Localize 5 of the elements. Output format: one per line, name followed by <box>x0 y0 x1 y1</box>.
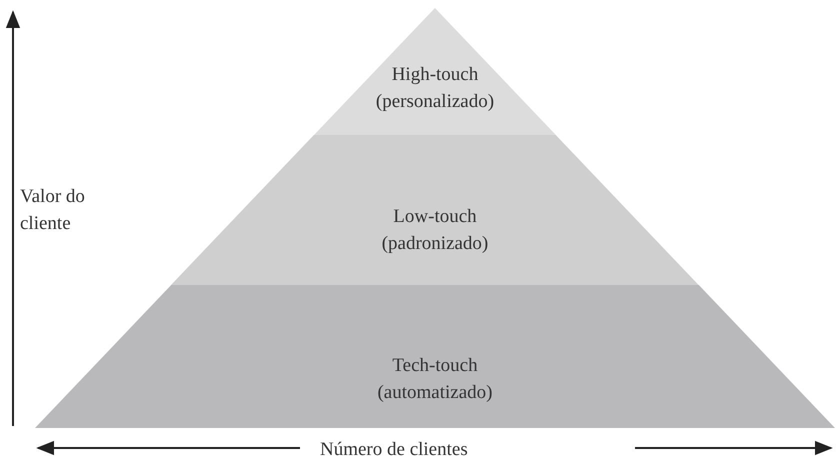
axis-label: Número de clientes <box>320 438 468 462</box>
tier-label: High-touch (personalizado) <box>374 63 496 114</box>
tier-label: Low-touch (padronizado) <box>380 205 490 256</box>
axis-label: Valor do cliente <box>20 185 86 236</box>
tier-label: Tech-touch (automatizado) <box>376 354 494 405</box>
